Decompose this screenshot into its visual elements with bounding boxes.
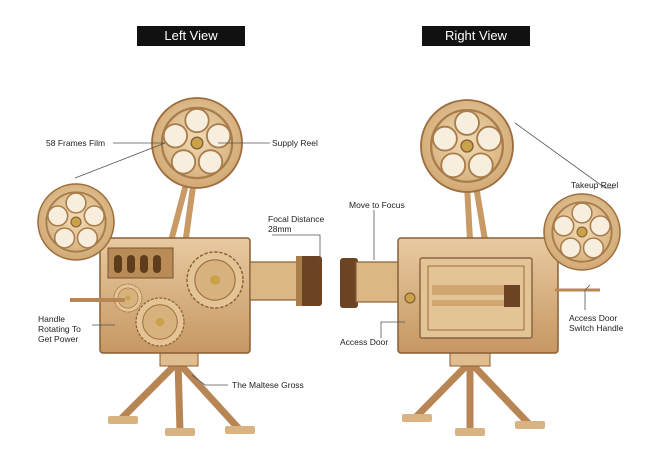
- label-handle-line2: Rotating To: [38, 324, 81, 334]
- left-small-reel: [37, 183, 115, 261]
- label-access-door: Access Door: [340, 337, 389, 347]
- left-lens: [300, 256, 322, 306]
- right-tripod: [411, 358, 534, 436]
- label-focal-distance-line2: 28mm: [268, 224, 292, 234]
- right-view-title: Right View: [422, 26, 530, 46]
- label-handle-line3: Get Power: [38, 334, 79, 344]
- right-lens-barrel: [355, 261, 402, 303]
- label-supply-reel: Supply Reel: [272, 138, 318, 148]
- left-projector: [37, 96, 322, 436]
- label-58-frames-film: 58 Frames Film: [46, 138, 106, 148]
- label-focal-distance-line1: Focal Distance: [268, 214, 325, 224]
- label-focal-distance: Focal Distance 28mm: [268, 214, 324, 234]
- label-access-door-switch-line2: Switch Handle: [569, 323, 624, 333]
- right-takeup-reel: [419, 98, 515, 194]
- left-tripod: [116, 358, 244, 436]
- leader-lines: [74, 122, 614, 386]
- right-lens: [340, 258, 358, 308]
- label-handle-line1: Handle: [38, 314, 65, 324]
- right-projector: [340, 98, 621, 436]
- right-access-door: [419, 257, 533, 339]
- label-maltese-gross: The Maltese Gross: [232, 380, 304, 390]
- left-view-title: Left View: [137, 26, 245, 46]
- label-move-to-focus: Move to Focus: [349, 200, 405, 210]
- label-handle: Handle Rotating To Get Power: [38, 314, 81, 344]
- label-access-door-switch-handle: Access Door Switch Handle: [569, 313, 623, 333]
- right-small-reel: [543, 193, 621, 271]
- label-access-door-switch-line1: Access Door: [569, 313, 618, 323]
- label-takeup-reel: Takeup Reel: [571, 180, 619, 190]
